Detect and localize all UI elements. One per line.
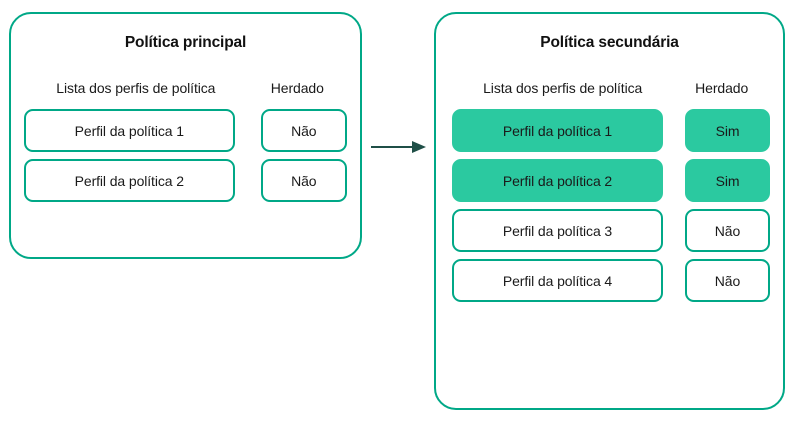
primary-policy-panel: Política principal Lista dos perfis de p…	[9, 12, 362, 259]
primary-panel-title: Política principal	[124, 34, 247, 51]
policy-profile-cell[interactable]: Perfil da política 4	[452, 259, 663, 302]
column-header-inherited: Herdado	[695, 80, 749, 96]
policy-profile-cell[interactable]: Perfil da política 1	[452, 109, 663, 152]
policy-inherited-cell[interactable]: Sim	[684, 109, 770, 152]
column-header-inherited: Herdado	[270, 80, 324, 96]
policy-profile-cell[interactable]: Perfil da política 1	[24, 109, 235, 152]
policy-inherited-cell[interactable]: Não	[684, 259, 770, 302]
policy-profile-cell[interactable]: Perfil da política 2	[452, 159, 663, 202]
secondary-panel-title: Política secundária	[540, 34, 679, 51]
policy-row[interactable]: Perfil da política 1 Sim	[452, 109, 770, 152]
arrow-right-icon	[371, 141, 426, 153]
primary-column-headers: Lista dos perfis de política Herdado	[24, 77, 347, 99]
policy-profile-cell[interactable]: Perfil da política 3	[452, 209, 663, 252]
column-header-profiles: Lista dos perfis de política	[56, 80, 216, 96]
policy-row[interactable]: Perfil da política 2 Sim	[452, 159, 770, 202]
policy-inherited-cell[interactable]: Não	[260, 109, 347, 152]
policy-row[interactable]: Perfil da política 2 Não	[24, 159, 347, 202]
secondary-column-headers: Lista dos perfis de política Herdado	[452, 77, 770, 99]
policy-row[interactable]: Perfil da política 1 Não	[24, 109, 347, 152]
policy-profile-cell[interactable]: Perfil da política 2	[24, 159, 235, 202]
policy-row[interactable]: Perfil da política 4 Não	[452, 259, 770, 302]
policy-inherited-cell[interactable]: Não	[684, 209, 770, 252]
policy-inherited-cell[interactable]: Não	[260, 159, 347, 202]
column-header-profiles: Lista dos perfis de política	[483, 80, 643, 96]
policy-inherited-cell[interactable]: Sim	[684, 159, 770, 202]
secondary-policy-panel: Política secundária Lista dos perfis de …	[434, 12, 785, 410]
policy-row[interactable]: Perfil da política 3 Não	[452, 209, 770, 252]
